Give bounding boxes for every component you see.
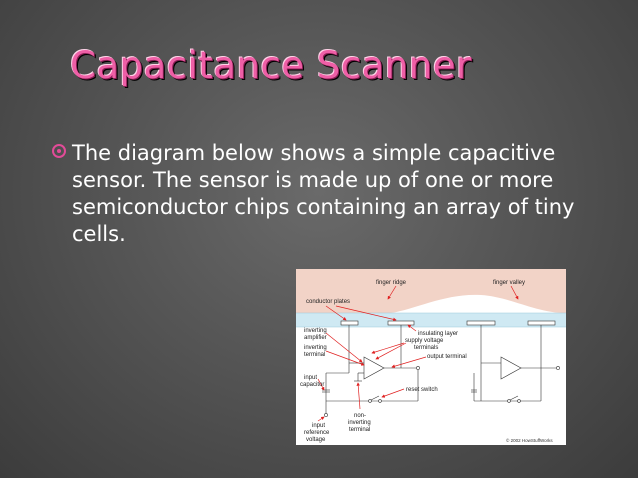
label-insulating-layer: insulating layer <box>418 331 458 337</box>
label-finger-ridge: finger ridge <box>376 280 407 286</box>
sensor-diagram-svg: finger ridge finger valley conductor pla… <box>296 269 566 443</box>
label-non-inverting-2: inverting <box>348 420 371 426</box>
slide-title: Capacitance Scanner <box>70 44 472 87</box>
label-inverting-amplifier-1: inverting <box>304 328 327 334</box>
conductor-plate-4 <box>527 320 556 326</box>
label-supply-voltage-1: supply voltage <box>405 338 444 344</box>
label-reset-switch: reset switch <box>406 387 438 393</box>
capacitive-sensor-diagram: finger ridge finger valley conductor pla… <box>296 269 566 445</box>
label-input-capacitor-2: capacitor <box>300 382 324 388</box>
conductor-plate-2 <box>387 320 415 326</box>
copyright-note: © 2002 HowStuffWorks <box>506 437 553 443</box>
pointer-arrows <box>317 285 519 422</box>
label-supply-voltage-2: terminals <box>414 345 438 351</box>
finger-skin <box>296 269 566 313</box>
conductor-plate-3 <box>466 320 496 326</box>
label-input-ref-1: input <box>312 423 325 429</box>
label-inverting-terminal-2: terminal <box>304 352 325 358</box>
label-inverting-terminal-1: inverting <box>304 345 327 351</box>
label-finger-valley: finger valley <box>493 280 525 286</box>
label-conductor-plates: conductor plates <box>306 299 350 305</box>
label-output-terminal: output terminal <box>427 354 467 360</box>
conductor-plate-1 <box>340 320 359 326</box>
label-input-ref-3: voltage <box>306 437 326 443</box>
label-non-inverting-3: terminal <box>349 427 370 433</box>
bullet-item: The diagram below shows a simple capacit… <box>52 140 612 248</box>
label-inverting-amplifier-2: amplifier <box>304 335 327 341</box>
label-non-inverting-1: non- <box>354 413 366 419</box>
bullet-text: The diagram below shows a simple capacit… <box>72 141 575 246</box>
sensor-cell-2 <box>471 325 560 403</box>
bullet-circle-icon <box>52 144 66 158</box>
label-input-ref-2: reference <box>304 430 330 436</box>
insulating-layer-band <box>296 313 566 327</box>
label-input-capacitor-1: input <box>304 375 317 381</box>
